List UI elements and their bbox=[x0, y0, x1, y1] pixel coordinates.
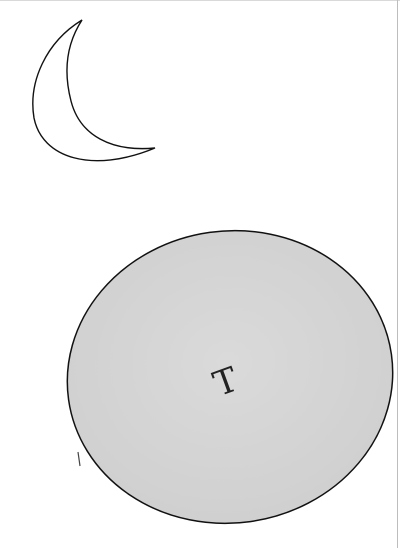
ellipse-edge-mark bbox=[78, 452, 80, 466]
crescent-shape bbox=[33, 20, 155, 161]
